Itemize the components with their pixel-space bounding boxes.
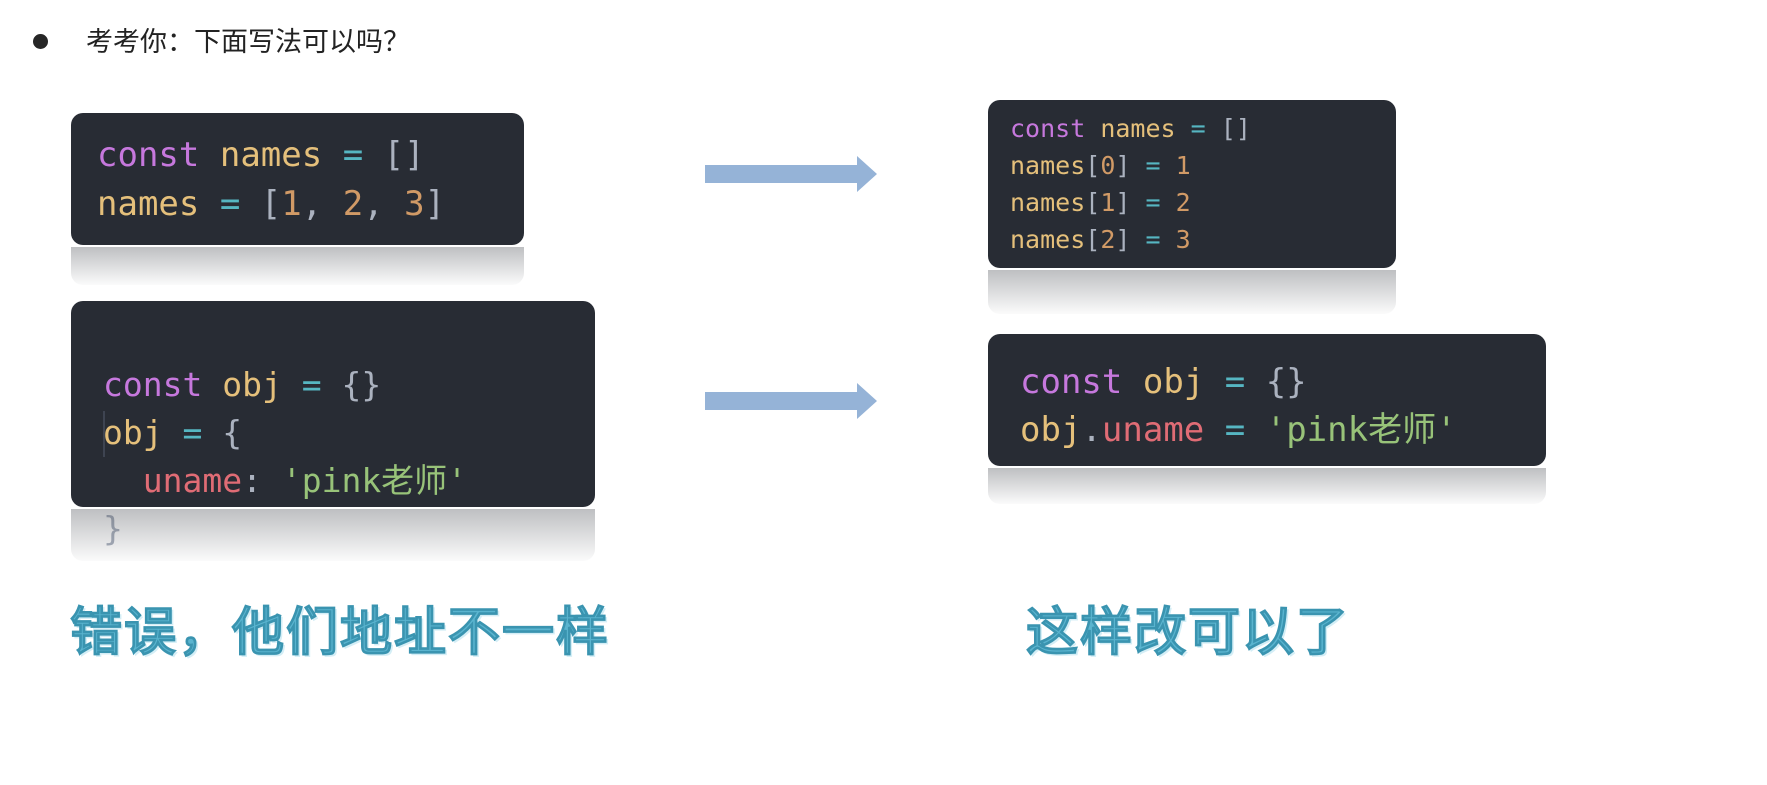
code-line: names[1] = 2 [1010, 184, 1396, 221]
code-token: 2 [342, 184, 364, 224]
code-line: } [103, 505, 595, 553]
code-token: = [1145, 188, 1161, 217]
code-token: [ [1085, 151, 1101, 180]
code-token: : [242, 461, 282, 500]
code-token: names [1010, 188, 1086, 217]
bullet-dot [33, 34, 48, 49]
code-line: const names = [] [97, 131, 524, 180]
code-token: 0 [1100, 151, 1116, 180]
code-block-object-property-assign: const obj = {}obj.uname = 'pink老师' [988, 334, 1546, 466]
code-token: { [202, 413, 243, 452]
code-token: = [1224, 410, 1246, 450]
code-token: 1 [281, 184, 302, 224]
code-token [163, 413, 183, 452]
code-token: names [1100, 114, 1176, 143]
code-token [1085, 114, 1100, 143]
code-reflection [988, 270, 1396, 314]
code-token: 'pink老师' [281, 461, 468, 500]
code-token: = [219, 184, 241, 224]
code-reflection [988, 468, 1546, 504]
code-line: names[0] = 1 [1010, 147, 1396, 184]
code-token [199, 135, 219, 175]
code-token: ] [424, 184, 446, 224]
code-reflection [71, 509, 595, 561]
code-token: {} [321, 365, 382, 404]
code-token: ] [1115, 225, 1146, 254]
code-token: [ [240, 184, 282, 224]
code-token: uname [142, 461, 243, 500]
code-token [1176, 114, 1191, 143]
code-token: obj [103, 413, 163, 452]
code-token: obj [1020, 410, 1082, 450]
caption-wrong: 错误，他们地址不一样 [69, 603, 611, 664]
code-line: const names = [] [1010, 110, 1396, 147]
code-token: = [1145, 151, 1161, 180]
code-token: , [301, 184, 343, 224]
code-token: = [342, 135, 364, 175]
code-token: , [363, 184, 405, 224]
code-line: obj = { [103, 409, 595, 457]
code-token: names [1010, 151, 1086, 180]
code-token: ] [1115, 151, 1146, 180]
code-token: 1 [1175, 151, 1191, 180]
code-token: const [97, 135, 200, 175]
code-line: const obj = {} [103, 361, 595, 409]
code-token: 3 [1175, 225, 1191, 254]
code-token: . [1081, 410, 1102, 450]
code-token: [ [1085, 225, 1101, 254]
code-token: [] [363, 135, 425, 175]
code-line: names[2] = 3 [1010, 221, 1396, 258]
code-token: = [301, 365, 322, 404]
code-token: 'pink老师' [1265, 410, 1457, 450]
code-token: obj [222, 365, 282, 404]
code-token [1161, 225, 1176, 254]
code-token [103, 461, 143, 500]
code-token: ] [1115, 188, 1146, 217]
code-line: names = [1, 2, 3] [97, 180, 524, 229]
code-token [1122, 362, 1142, 402]
question-text: 考考你：下面写法可以吗？ [86, 27, 410, 58]
code-token: const [1010, 114, 1086, 143]
code-token: const [103, 365, 203, 404]
code-token: names [97, 184, 200, 224]
code-block-array-reassign: const names = []names = [1, 2, 3] [71, 113, 524, 245]
code-token [1204, 410, 1224, 450]
code-token: = [1190, 114, 1206, 143]
code-token: 3 [404, 184, 425, 224]
code-token [1161, 188, 1176, 217]
code-token: uname [1101, 410, 1205, 450]
arrow-right-icon [705, 383, 877, 419]
code-token [199, 184, 219, 224]
code-token: obj [1142, 362, 1205, 402]
code-line: obj.uname = 'pink老师' [1020, 406, 1546, 454]
code-token: 1 [1100, 188, 1116, 217]
caption-correct: 这样改可以了 [1025, 603, 1351, 664]
code-token: names [1010, 225, 1086, 254]
code-token: names [219, 135, 323, 175]
code-token: const [1020, 362, 1123, 402]
code-token: {} [1245, 362, 1307, 402]
code-token: 2 [1175, 188, 1191, 217]
code-token: = [182, 413, 203, 452]
code-token [282, 365, 302, 404]
code-token [1245, 410, 1265, 450]
code-line: const obj = {} [1020, 358, 1546, 406]
code-token: = [1145, 225, 1161, 254]
code-block-object-reassign: const obj = {}obj = { uname: 'pink老师'} [71, 301, 595, 548]
code-line: uname: 'pink老师' [103, 457, 595, 505]
code-token: [ [1085, 188, 1101, 217]
code-token: = [1224, 362, 1246, 402]
code-token: } [103, 509, 123, 548]
code-token: [] [1205, 114, 1251, 143]
code-token [202, 365, 222, 404]
code-token [1204, 362, 1224, 402]
code-token [322, 135, 342, 175]
code-token: 2 [1100, 225, 1116, 254]
code-reflection [71, 247, 524, 285]
code-token [1161, 151, 1176, 180]
indent-guide [103, 411, 105, 457]
arrow-right-icon [705, 156, 877, 192]
